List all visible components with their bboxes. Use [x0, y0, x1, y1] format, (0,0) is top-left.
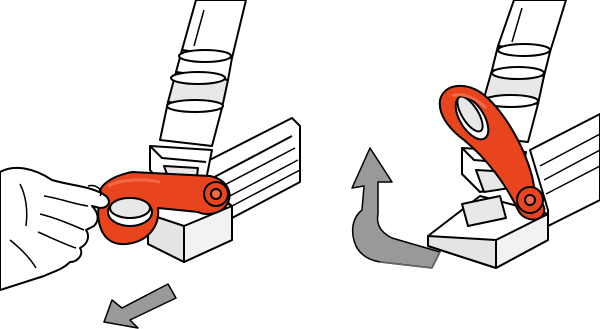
- hand-icon: [0, 168, 109, 290]
- right-panel: [352, 0, 600, 268]
- pull-arrow-icon: [104, 284, 176, 328]
- lift-arrow-icon: [352, 148, 440, 268]
- left-panel: [0, 0, 300, 328]
